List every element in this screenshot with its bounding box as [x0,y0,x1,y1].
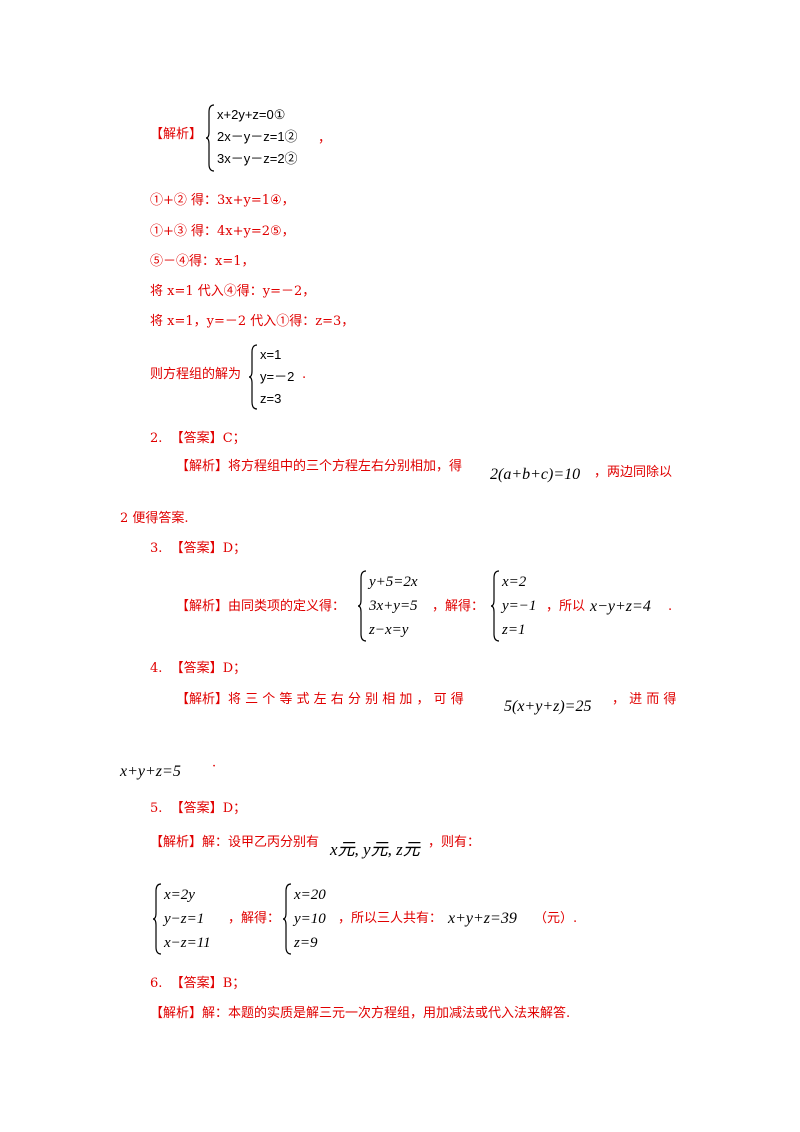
q1-step-4: 将 x=1 代入④得：y=－2， [150,284,316,299]
q1-solution: x=1 y=－2 z=3 [248,344,328,410]
q1-system: x+2y+z=0① 2x－y－z=1② 3x－y－z=2② [205,104,335,172]
brace-icon [282,883,292,955]
q2-text3: 2 便得答案. [120,511,189,526]
q2-explanation: 【解析】将方程组中的三个方程左右分别相加，得 [176,459,463,474]
q1-sol-y: y=－2 [260,369,295,384]
q2-text2: ，两边同除以 [594,465,673,480]
q4-explanation: 【解析】将 三 个 等 式 左 右 分 别 相 加 ， 可 得 [176,692,464,707]
q5-text2: ，则有： [428,835,481,850]
q1-step-3: ⑤－④得：x=1， [150,254,255,269]
q3-eq-1: y+5=2x [369,574,418,590]
q4-equation-2: x+y+z=5 [120,763,181,780]
q3-solution: x=2 y=−1 z=1 [490,570,550,642]
q5-sol-y: y=10 [294,911,326,927]
brace-icon [490,570,500,642]
q3-eq-3: z−x=y [369,622,409,638]
q1-jiexi-label: 【解析】 [150,127,203,142]
q5-eq-3: x−z=11 [164,935,211,951]
q1-eq-2: 2x－y－z=1② [217,129,298,144]
q1-eq-3: 3x－y－z=2② [217,151,298,166]
q3-system: y+5=2x 3x+y=5 z−x=y [357,570,437,642]
q3-equation: x−y+z=4 [590,598,651,615]
q2-equation: 2(a+b+c)=10 [490,466,581,483]
q5-solution: x=20 y=10 z=9 [282,883,362,955]
q1-sol-x: x=1 [260,347,282,362]
q5-explanation: 【解析】解：设甲乙丙分别有 [150,835,320,850]
brace-icon [152,883,162,955]
q3-sol-x: x=2 [502,574,527,590]
q1-step-1: ①+② 得：3x+y=1④， [150,193,295,208]
q1-eq-1: x+2y+z=0① [217,107,286,122]
q5-variables: x元, y元, z元 [330,840,420,859]
q3-header: 3. 【答案】D； [150,541,247,556]
q6-explanation: 【解析】解：本题的实质是解三元一次方程组，用加减法或代入法来解答. [150,1006,571,1021]
q1-sol-z: z=3 [260,391,282,406]
q5-equation: x+y+z=39 [448,910,517,927]
q4-header: 4. 【答案】D； [150,661,247,676]
q3-explanation: 【解析】由同类项的定义得： [176,599,346,614]
q5-header: 5. 【答案】D； [150,801,247,816]
q5-text4: ，所以三人共有： [338,911,443,926]
q5-eq-2: y−z=1 [164,911,205,927]
q5-sol-z: z=9 [294,935,318,951]
q3-text3: ，所以 [546,599,586,614]
q3-text2: ，解得： [432,599,485,614]
q2-header: 2. 【答案】C； [150,431,246,446]
q4-text2: ， 进 而 得 [612,692,677,707]
q1-solution-prefix: 则方程组的解为 [150,367,242,382]
q4-equation: 5(x+y+z)=25 [504,698,592,715]
q5-system: x=2y y−z=1 x−z=11 [152,883,252,955]
brace-icon [357,570,367,642]
q5-unit: （元）. [534,911,578,926]
brace-icon [248,344,258,410]
q5-text3: ，解得： [228,911,281,926]
q5-eq-1: x=2y [164,887,195,903]
q3-sol-z: z=1 [502,622,526,638]
q3-sol-y: y=−1 [502,598,537,614]
q5-sol-x: x=20 [294,887,326,903]
q3-eq-2: 3x+y=5 [369,598,418,614]
q1-step-5: 将 x=1，y=－2 代入①得：z=3， [150,314,355,329]
brace-icon [205,104,215,172]
q1-step-2: ①+③ 得：4x+y=2⑤， [150,224,295,239]
q6-header: 6. 【答案】B； [150,976,246,991]
